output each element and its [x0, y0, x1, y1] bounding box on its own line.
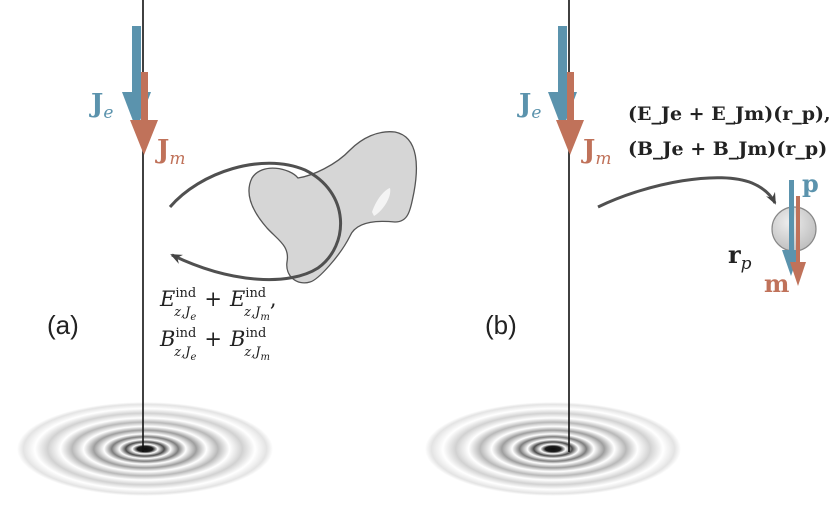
- position-label: rp: [728, 240, 752, 274]
- total-e-field-expression: (E_Je + E_Jm)(r_p),: [628, 103, 831, 125]
- m-label: m: [764, 269, 789, 298]
- jm-arrow-b: [556, 72, 584, 155]
- m-arrow: [790, 196, 806, 286]
- je-label-b: Je: [517, 89, 541, 123]
- scatterer-highlight: [372, 188, 391, 216]
- jm-arrow-a: [130, 72, 158, 155]
- scatter-curve-a: [168, 161, 342, 281]
- field-pattern-b: [425, 402, 681, 496]
- jm-label-a: Jm: [155, 135, 185, 169]
- panel-label-a: (a): [47, 310, 79, 340]
- jm-label-b: Jm: [581, 135, 611, 169]
- je-label-a: Je: [89, 89, 113, 123]
- p-label: p: [802, 169, 819, 198]
- panel-b: Je Jm (E_Je + E_Jm)(r_p), (B_Je + B_Jm)(…: [425, 0, 831, 496]
- total-b-field-expression: (B_Je + B_Jm)(r_p): [628, 138, 827, 160]
- incident-curve-b: [597, 176, 777, 209]
- scatterer-blob: [248, 131, 418, 284]
- field-pattern-a: [17, 402, 273, 496]
- panel-label-b: (b): [485, 310, 517, 340]
